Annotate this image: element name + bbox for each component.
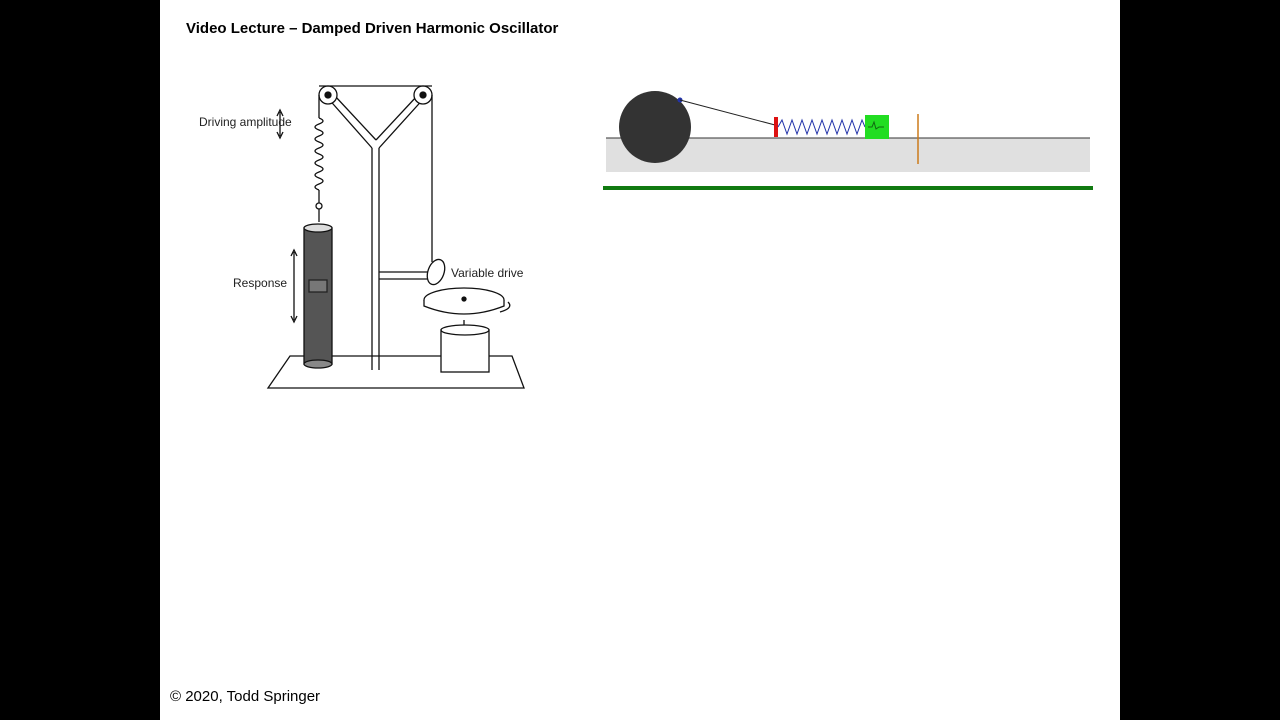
driving-amplitude-arrow <box>276 108 284 140</box>
response-label: Response <box>233 276 287 290</box>
damping-cylinder <box>303 227 333 365</box>
variable-drive-label: Variable drive <box>451 266 524 280</box>
motor <box>440 329 490 373</box>
copyright-notice: © 2020, Todd Springer <box>170 688 321 705</box>
spring-coil <box>314 117 324 191</box>
oscillator-simulation <box>603 91 1093 190</box>
y-frame <box>325 95 427 149</box>
simulation-spring <box>777 118 866 136</box>
drive-wheel <box>619 91 691 163</box>
mass-trace <box>868 120 884 130</box>
spring-hook <box>315 202 323 210</box>
apparatus-diagram: Driving amplitude Response Variable driv… <box>199 85 525 389</box>
rotation-arrow <box>499 301 511 313</box>
slide-title: Video Lecture – Damped Driven Harmonic O… <box>186 20 559 37</box>
response-arrow <box>290 248 298 324</box>
slide: Video Lecture – Damped Driven Harmonic O… <box>160 0 1120 720</box>
connecting-rod <box>679 99 776 126</box>
ground-line <box>603 186 1093 190</box>
piston <box>308 279 328 293</box>
driving-amplitude-label: Driving amplitude <box>199 115 292 129</box>
spring-anchor <box>774 117 778 137</box>
crank-wheel <box>426 258 446 286</box>
